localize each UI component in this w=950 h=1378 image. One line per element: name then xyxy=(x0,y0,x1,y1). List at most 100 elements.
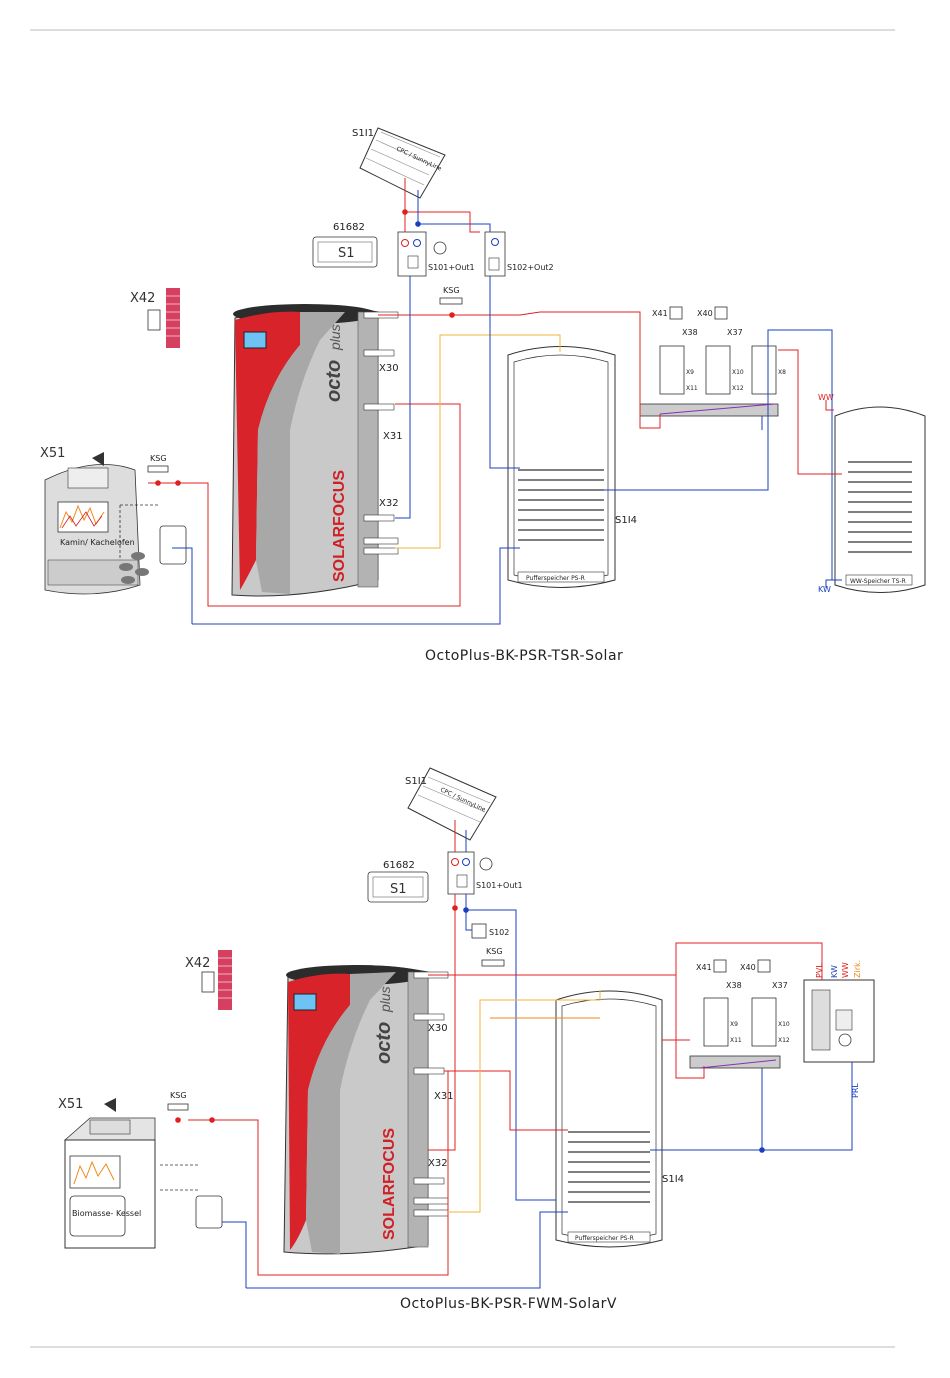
solar-collector-1: CPC / SunnyLine S1I1 xyxy=(352,127,446,199)
s1i4-label: S1I4 xyxy=(615,515,637,526)
buffer-tank-1: Pufferspeicher PS-R xyxy=(507,346,616,588)
fresh-water-module: PVL KW WW Zirk. PRL xyxy=(803,960,875,1098)
ww-label-2: WW xyxy=(841,962,850,978)
ww-label: WW xyxy=(818,393,834,402)
collector-sensor-label-2: S1I1 xyxy=(405,776,427,787)
solar-station-2: S102+Out2 xyxy=(484,231,554,277)
outdoor-sensor-box-2 xyxy=(201,971,215,993)
x40-label-2: X40 xyxy=(740,963,756,972)
x42-label: X42 xyxy=(130,291,155,306)
x11-label-2: X11 xyxy=(730,1037,742,1044)
x41-thermostat-2 xyxy=(713,959,727,973)
station-1-label-2: S101+Out1 xyxy=(476,881,523,890)
x38-label-2: X38 xyxy=(726,981,742,990)
x30-label: X30 xyxy=(379,363,399,374)
x38-label: X38 xyxy=(682,328,698,337)
kw-label: KW xyxy=(818,585,831,594)
zirk-label: Zirk. xyxy=(853,960,862,978)
octo-text: octo xyxy=(323,360,345,402)
x8-label: X8 xyxy=(778,369,786,376)
controller-label-2: S1 xyxy=(390,882,407,897)
x30-label-2: X30 xyxy=(428,1023,448,1034)
plus-text: plus xyxy=(327,324,343,351)
x12-label-2: X12 xyxy=(778,1037,790,1044)
ksg-stove-label: KSG xyxy=(150,454,167,463)
station-1-label: S101+Out1 xyxy=(428,263,475,272)
heating-circuit-1-station-2 xyxy=(703,997,729,1047)
x40-thermostat xyxy=(714,306,728,320)
stove-label: Kamin/ Kachelofen xyxy=(60,538,135,547)
stove-pump-station xyxy=(159,525,187,565)
caption-2: OctoPlus-BK-PSR-FWM-SolarV xyxy=(400,1296,617,1312)
octo-text-2: octo xyxy=(373,1022,395,1064)
dhw-tank-1: WW-Speicher TS-R xyxy=(834,406,926,593)
heating-circuit-1-station xyxy=(659,345,685,395)
x41-label-2: X41 xyxy=(696,963,712,972)
x10-label: X10 xyxy=(732,369,744,376)
kw-label-2: KW xyxy=(830,965,839,978)
caption-1: OctoPlus-BK-PSR-TSR-Solar xyxy=(425,648,623,664)
heating-circuit-2-station-2 xyxy=(751,997,777,1047)
controller-code: 61682 xyxy=(333,222,365,233)
diagram-1: CPC / SunnyLine S1I1 61682 S1 X42 S101+O… xyxy=(40,127,926,664)
pipes-2 xyxy=(160,820,853,1289)
s102-valve xyxy=(471,923,487,939)
brick-wall-icon-2 xyxy=(218,950,232,1010)
brick-wall-icon xyxy=(166,288,180,348)
dhw-circuit-station xyxy=(751,345,777,395)
controller-2: 61682 S1 xyxy=(367,860,429,903)
x40-thermostat-2 xyxy=(757,959,771,973)
x32-label-2: X32 xyxy=(428,1158,448,1169)
x41-label: X41 xyxy=(652,309,668,318)
x10-label-2: X10 xyxy=(778,1021,790,1028)
buffer-label-2: Pufferspeicher PS-R xyxy=(575,1235,634,1242)
ksg-boiler-label: KSG xyxy=(170,1091,187,1100)
buffer-tank-2: Pufferspeicher PS-R xyxy=(555,990,663,1248)
x9-label: X9 xyxy=(686,369,694,376)
solar-collector-2: CPC / SunnyLine S1I1 xyxy=(405,767,497,841)
ksg-top xyxy=(439,297,463,305)
x41-thermostat xyxy=(669,306,683,320)
s1i4-label-2: S1I4 xyxy=(662,1174,684,1185)
diagram-2: CPC / SunnyLine S1I1 61682 S1 S101+Out1 … xyxy=(58,767,875,1312)
collector-sensor-label: S1I1 xyxy=(352,128,374,139)
octoplus-boiler-2: octo plus SOLARFOCUS xyxy=(283,965,449,1255)
heating-circuits-2: X41 X40 X38 X37 X9 X11 X10 X12 xyxy=(689,959,790,1069)
boiler-pump-station xyxy=(195,1195,223,1229)
x9-label-2: X9 xyxy=(730,1021,738,1028)
solar-station-1: S101+Out1 xyxy=(397,231,475,277)
outdoor-sensor-box xyxy=(147,309,161,331)
pipes-1 xyxy=(119,178,842,625)
heating-circuit-2-station xyxy=(705,345,731,395)
stove-kamin-1: X51 Kamin/ Kachelofen xyxy=(40,446,141,595)
ksg-stove xyxy=(147,465,169,473)
distribution-manifold-2 xyxy=(689,1055,781,1069)
brand-text: SOLARFOCUS xyxy=(331,470,348,582)
x12-label: X12 xyxy=(732,385,744,392)
x51-label: X51 xyxy=(40,446,65,461)
brand-text-2: SOLARFOCUS xyxy=(381,1128,398,1240)
station-2-label: S102+Out2 xyxy=(507,263,554,272)
buffer-label: Pufferspeicher PS-R xyxy=(526,575,585,582)
x37-label: X37 xyxy=(727,328,743,337)
boiler-label: Biomasse- Kessel xyxy=(72,1209,141,1218)
controller-code-2: 61682 xyxy=(383,860,415,871)
s102-label: S102 xyxy=(489,928,509,937)
x31-label: X31 xyxy=(383,431,403,442)
octoplus-boiler-1: octo plus SOLARFOCUS xyxy=(231,304,399,597)
dhw-label: WW-Speicher TS-R xyxy=(850,578,906,585)
prl-label: PRL xyxy=(851,1083,860,1098)
ksg-top-label: KSG xyxy=(443,286,460,295)
x32-label: X32 xyxy=(379,498,399,509)
plus-text-2: plus xyxy=(377,986,393,1013)
wood-logs-icon xyxy=(119,552,149,584)
x40-label: X40 xyxy=(697,309,713,318)
heating-circuits-1: X41 X40 X38 X37 X9 X11 X10 X12 X8 xyxy=(639,306,786,417)
x37-label-2: X37 xyxy=(772,981,788,990)
solar-station-2-1: S101+Out1 xyxy=(447,851,523,895)
x42-label-2: X42 xyxy=(185,956,210,971)
x51-label-2: X51 xyxy=(58,1097,83,1112)
x31-label-2: X31 xyxy=(434,1091,454,1102)
x11-label: X11 xyxy=(686,385,698,392)
